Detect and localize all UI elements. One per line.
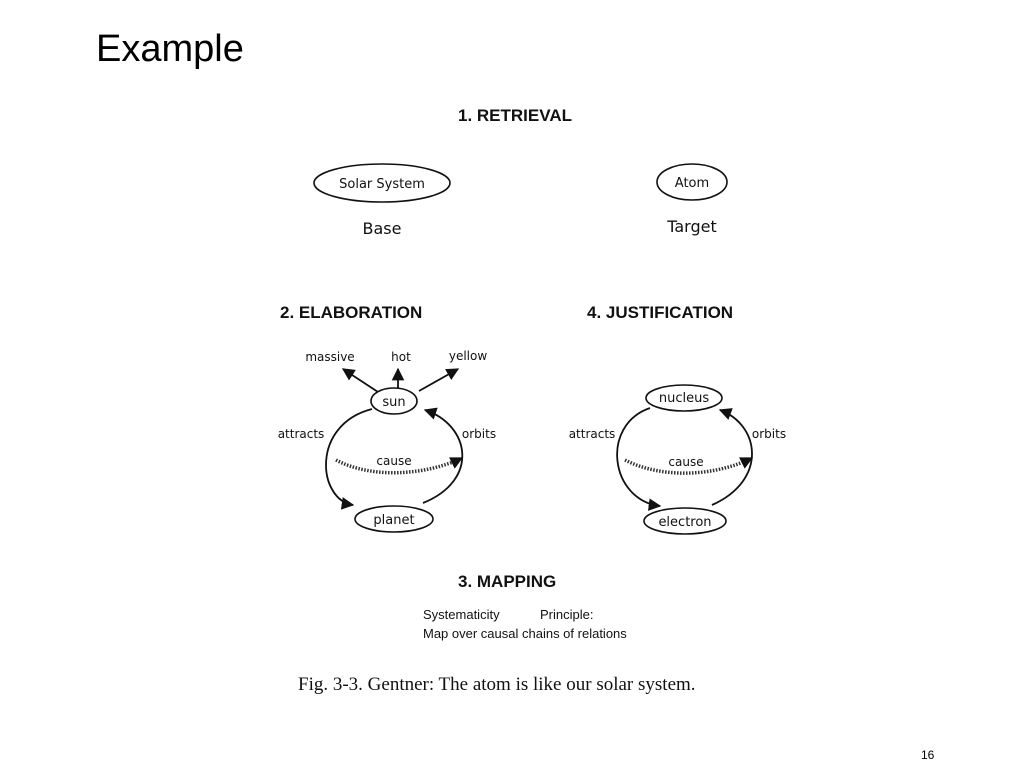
arrow-to-massive	[341, 368, 379, 393]
attribute-yellow: yellow	[449, 349, 487, 363]
mapping-section: 3. MAPPING Systematicity Principle: Map …	[423, 572, 627, 641]
atom-node	[656, 163, 728, 201]
principle-word: Principle:	[540, 607, 593, 622]
elaboration-section: 2. ELABORATION massive hot yellow sun pl…	[278, 303, 496, 533]
planet-node	[354, 505, 434, 533]
sun-node	[370, 387, 418, 415]
nucleus-node	[645, 384, 723, 412]
solar-system-label: Solar System	[339, 177, 425, 192]
slide-number: 16	[921, 748, 935, 762]
principle-description: Map over causal chains of relations	[423, 626, 627, 641]
cause-arrowhead-atom	[739, 457, 754, 469]
base-label: Base	[363, 219, 402, 238]
justification-section: 4. JUSTIFICATION nucleus electron attrac…	[569, 303, 786, 535]
attracts-arc-atom	[616, 407, 662, 511]
principle-term: Systematicity	[423, 607, 500, 622]
attribute-massive: massive	[305, 350, 354, 364]
elaboration-heading: 2. ELABORATION	[280, 303, 422, 322]
electron-label: electron	[658, 515, 711, 530]
electron-node	[643, 507, 727, 535]
cause-arrowhead	[449, 457, 464, 469]
orbits-arc	[422, 407, 464, 504]
cause-link	[335, 458, 459, 475]
orbits-label: orbits	[462, 427, 496, 441]
justification-heading: 4. JUSTIFICATION	[587, 303, 733, 322]
attracts-label: attracts	[278, 427, 325, 441]
arrow-to-yellow	[418, 368, 460, 392]
retrieval-section: 1. RETRIEVAL Solar System Base Atom Targ…	[313, 106, 728, 238]
retrieval-heading: 1. RETRIEVAL	[458, 106, 572, 125]
cause-link-atom	[624, 458, 749, 475]
orbits-label-atom: orbits	[752, 427, 786, 441]
atom-label: Atom	[675, 176, 709, 191]
planet-label: planet	[373, 513, 414, 528]
figure-caption: Fig. 3-3. Gentner: The atom is like our …	[298, 674, 696, 695]
attracts-label-atom: attracts	[569, 427, 616, 441]
orbits-arc-atom	[711, 408, 753, 506]
attracts-arc	[325, 408, 373, 510]
mapping-heading: 3. MAPPING	[458, 572, 556, 591]
cause-label: cause	[376, 454, 411, 468]
target-label: Target	[666, 217, 717, 236]
cause-label-atom: cause	[668, 455, 703, 469]
slide-title: Example	[96, 28, 244, 70]
sun-label: sun	[382, 395, 405, 410]
attribute-hot: hot	[391, 350, 411, 364]
solar-system-node	[313, 163, 451, 203]
nucleus-label: nucleus	[659, 391, 709, 406]
